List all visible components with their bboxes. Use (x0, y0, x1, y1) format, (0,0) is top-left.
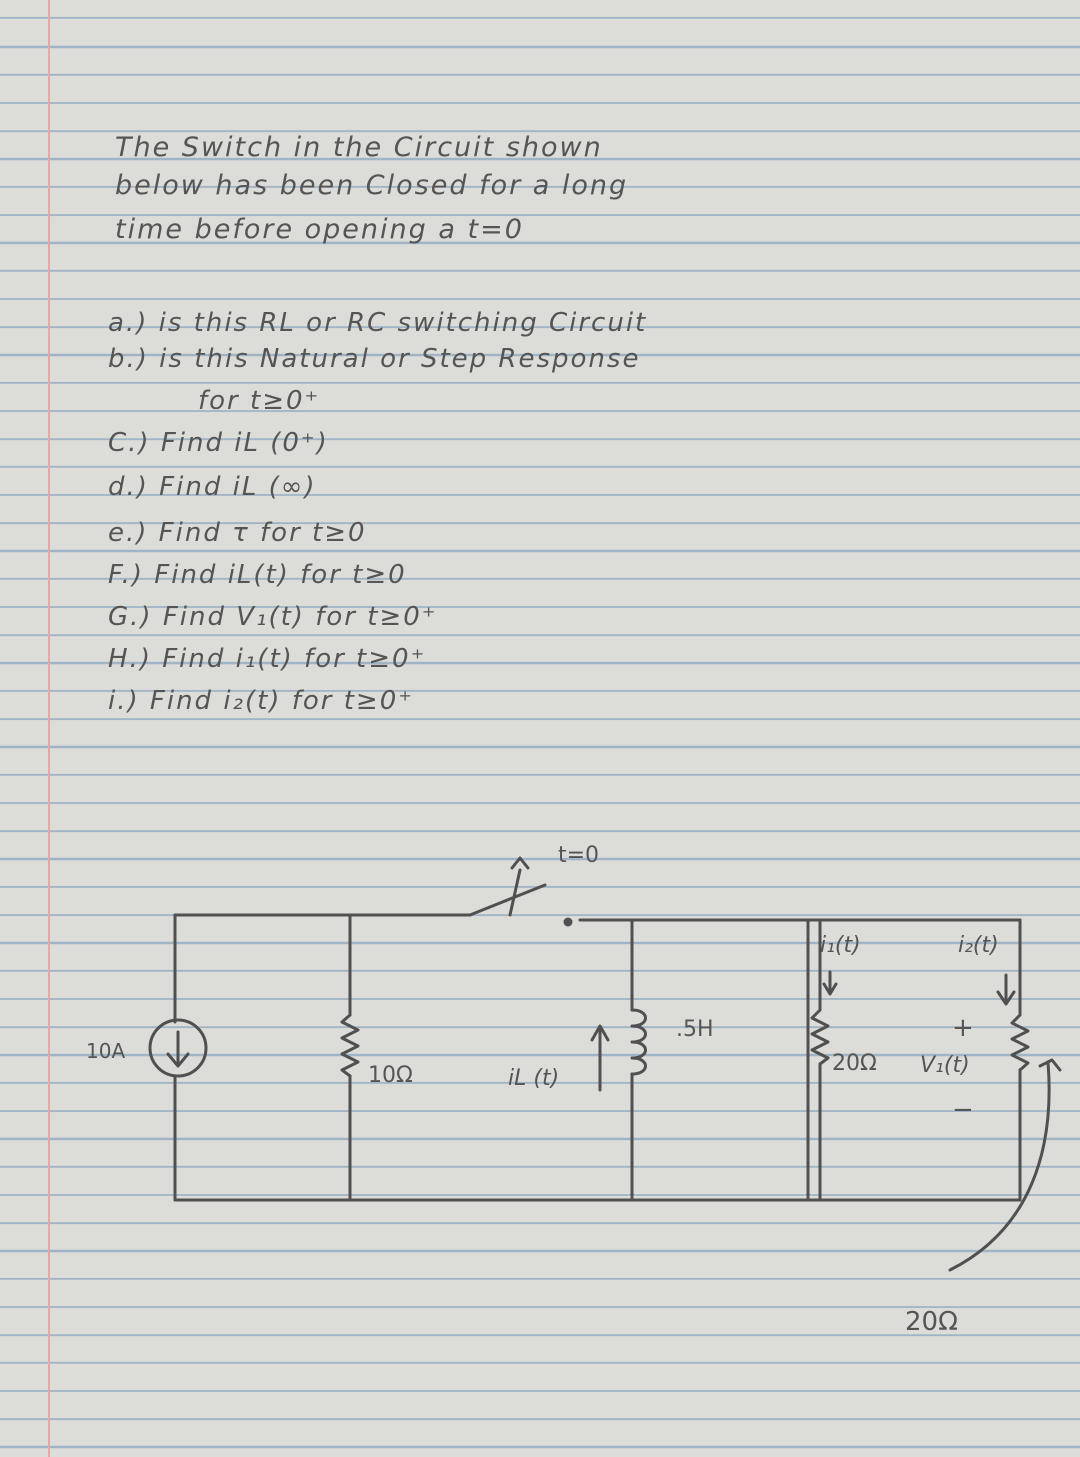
margin-line (48, 0, 50, 1457)
i1-label: i₁(t) (820, 933, 861, 958)
i2-arrow-icon (996, 973, 1016, 1006)
question-a: a.) is this RL or RC switching Circuit (108, 308, 648, 338)
v1-minus-sign: − (952, 1095, 974, 1125)
switch-label: t=0 (558, 843, 599, 868)
r3-label: 20Ω (905, 1307, 958, 1337)
question-d: d.) Find iL (∞) (108, 472, 317, 502)
question-i: i.) Find i₂(t) for t≥0⁺ (108, 686, 414, 716)
r1-resistor (340, 1013, 360, 1078)
v1-plus-sign: + (952, 1013, 974, 1043)
question-c: C.) Find iL (0⁺) (108, 428, 329, 458)
iL-label: iL (t) (508, 1066, 559, 1091)
i2-label: i₂(t) (958, 933, 999, 958)
inductor-label: .5H (676, 1017, 714, 1042)
i1-arrow-icon (822, 970, 838, 996)
question-b: b.) is this Natural or Step Response (108, 344, 641, 374)
switch-contact (563, 917, 573, 927)
switch-arrow-icon (510, 856, 530, 870)
intro-line-1: The Switch in the Circuit shown (115, 132, 603, 163)
intro-line-3: time before opening a t=0 (115, 214, 524, 245)
current-source (148, 1018, 208, 1078)
question-g: G.) Find V₁(t) for t≥0⁺ (108, 602, 438, 632)
r1-label: 10Ω (368, 1063, 413, 1088)
r2-label: 20Ω (832, 1051, 877, 1076)
question-e: e.) Find τ for t≥0 (108, 518, 367, 548)
iL-arrow-icon (590, 1024, 610, 1092)
r2-resistor (810, 1008, 830, 1066)
source-label: 10A (86, 1039, 125, 1063)
v1-label: V₁(t) (920, 1053, 970, 1078)
r3-pointer-arrow-icon (1038, 1058, 1062, 1072)
intro-line-2: below has been Closed for a long (115, 170, 629, 201)
r3-pointer-line (948, 1060, 1051, 1272)
switch-actuator (508, 868, 522, 917)
question-b-cont: for t≥0⁺ (198, 386, 321, 416)
switch-blade (468, 883, 547, 917)
inductor-coil (630, 1008, 647, 1076)
question-h: H.) Find i₁(t) for t≥0⁺ (108, 644, 427, 674)
question-f: F.) Find iL(t) for t≥0 (108, 560, 407, 590)
r3-resistor (1010, 1013, 1030, 1072)
current-source-arrow-icon (166, 1030, 190, 1068)
